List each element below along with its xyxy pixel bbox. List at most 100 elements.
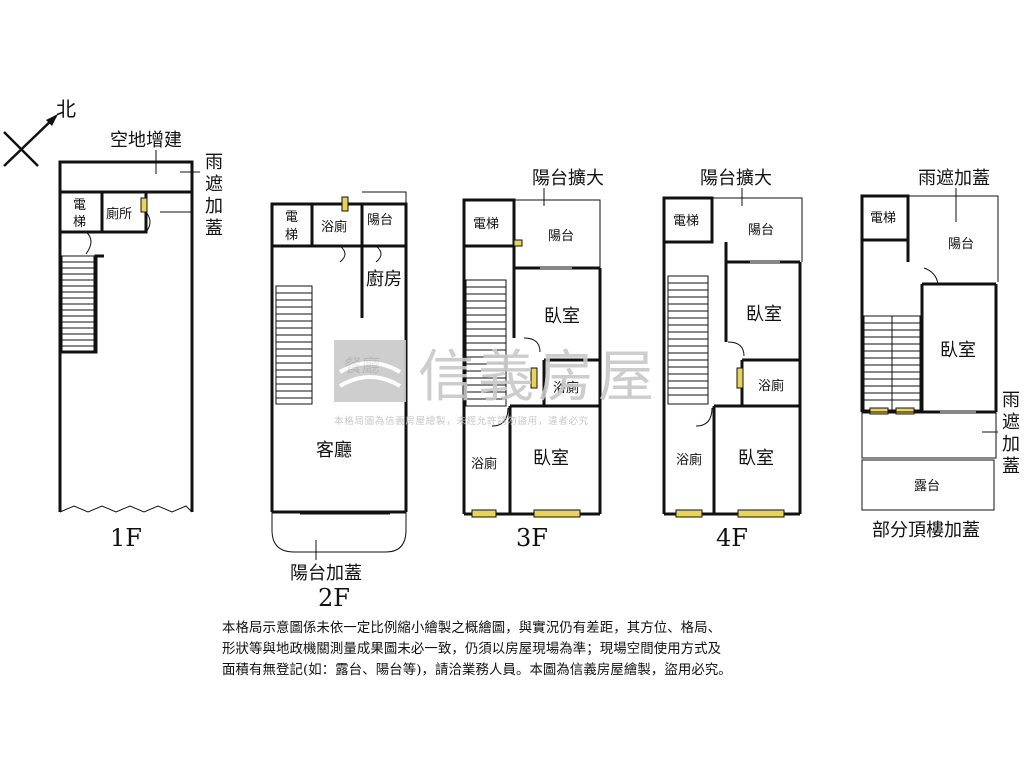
svg-text:電梯: 電梯 xyxy=(673,214,699,229)
svg-text:加: 加 xyxy=(205,196,223,217)
roof-elevator xyxy=(860,194,910,242)
svg-text:蓋: 蓋 xyxy=(205,218,223,239)
roof-window-1 xyxy=(869,407,889,415)
svg-text:遮: 遮 xyxy=(1002,412,1020,433)
compass-arrow-icon xyxy=(46,114,58,126)
watermark-brand: 信義房屋 xyxy=(418,345,658,410)
compass-north-line xyxy=(3,115,57,167)
f4-door-swing xyxy=(727,341,745,357)
f3-balcony-frame xyxy=(514,199,601,268)
svg-text:廁所: 廁所 xyxy=(106,206,132,222)
f2-label: 2F xyxy=(318,584,350,612)
f3-label: 3F xyxy=(516,524,548,552)
f1-top-annotation: 空地增建 xyxy=(110,130,182,151)
f1-outer-wall xyxy=(58,160,194,512)
f4-balcony-label: 陽台 xyxy=(748,223,774,238)
f1-label: 1F xyxy=(110,524,142,552)
f2-stairs xyxy=(275,285,313,405)
f2-balcony-addition-arc xyxy=(271,512,407,553)
f2-balcony xyxy=(360,202,408,248)
disclaimer-line-1: 本格局示意圖係未依一定比例縮小繪製之概繪圖，與實況仍有差距，其方位、格局、 xyxy=(222,621,722,636)
roof-stairs xyxy=(863,315,921,411)
f4-stairs xyxy=(667,275,709,405)
svg-text:電: 電 xyxy=(73,198,86,213)
svg-text:電梯: 電梯 xyxy=(473,217,499,232)
f3-bath-low-door xyxy=(491,407,509,427)
f4-bath-low-label: 浴廁 xyxy=(676,452,702,468)
floor-4f: 陽台擴大 電梯 陽台 臥室 浴廁 xyxy=(662,168,803,552)
watermark-logo-icon xyxy=(334,340,406,402)
f4-window-bottom-1 xyxy=(675,509,703,518)
svg-text:雨: 雨 xyxy=(205,152,223,173)
roof-side-annotation: 雨 遮 加 蓋 xyxy=(1002,390,1020,477)
f3-balcony-label: 陽台 xyxy=(548,229,574,244)
watermark: 信義房屋 本格局圖為信義房屋繪製，未經允許請勿盜用，違者必究 xyxy=(334,340,658,427)
roof-bedroom-label: 臥室 xyxy=(940,340,976,361)
svg-text:蓋: 蓋 xyxy=(1002,456,1020,477)
f1-stair-door xyxy=(85,231,92,255)
svg-text:浴廁: 浴廁 xyxy=(321,219,347,235)
roof-terrace-label: 露台 xyxy=(914,479,940,494)
f3-window-bottom-2 xyxy=(533,509,581,518)
f4-bath-low-door xyxy=(695,407,713,427)
f2-bottom-annotation: 陽台加蓋 xyxy=(290,563,362,584)
svg-text:加: 加 xyxy=(1002,434,1020,455)
watermark-logo xyxy=(334,340,406,402)
compass: 北 xyxy=(3,97,76,167)
svg-text:梯: 梯 xyxy=(73,215,86,230)
roof-terrace xyxy=(861,459,995,511)
f1-window xyxy=(140,197,148,213)
f4-bath-mid-label: 浴廁 xyxy=(758,378,784,394)
svg-text:梯: 梯 xyxy=(285,228,298,243)
f3-window-mid xyxy=(530,367,538,389)
floor-3f: 陽台擴大 電梯 陽台 臥室 浴廁 xyxy=(462,168,604,552)
f2-bath-door xyxy=(339,245,346,263)
f4-bedroom-low-label: 臥室 xyxy=(738,448,774,469)
disclaimer-line-3: 面積有無登記(如：露台、陽台等)，請洽業務人員。本圖為信義房屋繪製，盜用必究。 xyxy=(222,663,732,678)
svg-text:雨: 雨 xyxy=(1002,390,1020,411)
f1-door-swing xyxy=(145,211,151,233)
roof-top-annotation: 雨遮加蓋 xyxy=(918,168,990,189)
roof-window-2 xyxy=(895,407,915,415)
svg-text:廚房: 廚房 xyxy=(366,268,402,290)
f3-stairs xyxy=(465,279,507,407)
svg-text:電梯: 電梯 xyxy=(870,211,896,226)
f3-window-elev xyxy=(513,239,523,247)
roof-balcony-frame xyxy=(908,195,999,282)
svg-text:陽台: 陽台 xyxy=(367,213,393,228)
f3-door-swing xyxy=(523,337,541,353)
floor-roof: 雨遮加蓋 電梯 陽台 臥室 雨 遮 xyxy=(860,168,1020,541)
disclaimer-line-2: 形狀等與地政機關測量成果圖未必一致，仍須以房屋現場為準；現場空間使用方式及 xyxy=(222,642,722,657)
f4-label: 4F xyxy=(716,524,748,552)
roof-balcony-label: 陽台 xyxy=(948,237,974,252)
svg-text:遮: 遮 xyxy=(205,174,223,195)
f3-window-bottom-1 xyxy=(471,509,497,518)
f3-bath-mid-label: 浴廁 xyxy=(553,380,579,396)
floor-1f: 空地增建 雨 遮 加 蓋 電 梯 廁所 xyxy=(58,130,223,552)
compass-north-label: 北 xyxy=(56,97,76,121)
f3-bath-low-label: 浴廁 xyxy=(471,456,497,472)
svg-text:電: 電 xyxy=(285,210,298,225)
f4-balcony-frame xyxy=(712,197,803,262)
f1-folding-door xyxy=(59,505,193,513)
f4-window-mid xyxy=(736,367,744,389)
f4-elevator xyxy=(662,196,714,244)
roof-label: 部分頂樓加蓋 xyxy=(872,520,980,541)
watermark-notice: 本格局圖為信義房屋繪製，未經允許請勿盜用，違者必究 xyxy=(334,415,589,427)
f2-balcony-door xyxy=(375,245,382,263)
f4-bedroom-top-label: 臥室 xyxy=(746,304,782,325)
roof-canopy-addition xyxy=(861,411,997,459)
f2-living-label: 客廳 xyxy=(316,440,352,461)
roof-door-swing xyxy=(923,267,939,285)
f1-stairs xyxy=(61,255,95,353)
f3-bedroom-top-label: 臥室 xyxy=(544,306,580,327)
f3-top-annotation: 陽台擴大 xyxy=(532,168,604,189)
roof-outer-wall-left xyxy=(860,194,908,412)
f1-side-annotation: 雨 遮 加 蓋 xyxy=(205,152,223,239)
f4-window-bottom-2 xyxy=(737,509,785,518)
f2-window-bath xyxy=(341,196,349,212)
disclaimer: 本格局示意圖係未依一定比例縮小繪製之概繪圖，與實況仍有差距，其方位、格局、 形狀… xyxy=(222,618,822,681)
f4-top-annotation: 陽台擴大 xyxy=(700,168,772,189)
f3-elevator xyxy=(462,198,516,248)
